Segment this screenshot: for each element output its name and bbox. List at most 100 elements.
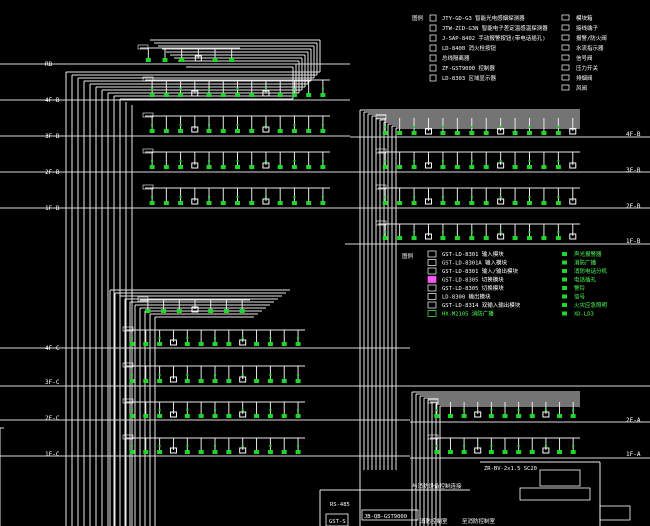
- detector-symbol: [206, 201, 212, 205]
- detector-symbol: [527, 131, 532, 135]
- junction-box: [142, 148, 154, 154]
- detector-symbol: [214, 374, 216, 376]
- detector-symbol: [297, 374, 300, 376]
- detector-symbol: [281, 450, 287, 454]
- legend-mid-item: LD-8300 输出模块: [442, 293, 491, 301]
- module-box: [169, 339, 177, 346]
- detector-symbol: [158, 374, 161, 376]
- legend-top-item: ZF-GST9000 控制器: [442, 64, 495, 72]
- legend-symbol: [562, 260, 567, 265]
- legend-symbol: [562, 277, 567, 282]
- detector-symbol: [483, 131, 489, 135]
- legend-mid-item: GST-LD-8314 双输入输出模块: [442, 301, 521, 309]
- module-box: [425, 162, 432, 169]
- detector-symbol: [179, 88, 182, 90]
- detector-symbol: [470, 196, 473, 198]
- detector-symbol: [149, 201, 155, 205]
- detector-symbol: [291, 165, 297, 169]
- floor-label-4f-b: 4F-B: [45, 97, 60, 104]
- module-box: [262, 162, 270, 169]
- detector-symbol: [241, 445, 244, 447]
- detector-symbol: [184, 379, 190, 383]
- detector-symbol: [151, 124, 154, 126]
- detector-symbol: [130, 409, 133, 411]
- junction-box: [137, 296, 149, 302]
- detector-symbol: [264, 196, 267, 198]
- detector-symbol: [454, 165, 460, 169]
- detector-symbol: [178, 165, 184, 169]
- detector-symbol: [516, 450, 522, 454]
- junction-box: [375, 114, 387, 120]
- detector-symbol: [454, 236, 460, 240]
- detector-symbol: [214, 445, 216, 447]
- detector-symbol: [413, 126, 416, 128]
- detector-symbol: [129, 342, 135, 346]
- legend-top-right-item: 风阀: [576, 84, 587, 92]
- detector-symbol: [158, 337, 161, 339]
- detector-symbol: [512, 236, 518, 240]
- legend-mid-item: GST-LD-8301 输入/输出模块: [442, 267, 519, 275]
- legend-symbol: [427, 276, 437, 283]
- detector-symbol: [499, 196, 502, 198]
- junction-box: [122, 398, 134, 404]
- detector-symbol: [264, 160, 267, 162]
- detector-symbol: [295, 414, 301, 418]
- module-box: [169, 447, 177, 454]
- detector-symbol: [297, 445, 300, 447]
- detector-symbol: [441, 196, 444, 198]
- detector-symbol: [249, 129, 255, 133]
- detector-symbol: [151, 88, 154, 90]
- detector-symbol: [163, 165, 169, 169]
- junction-box: [142, 112, 154, 118]
- detector-symbol: [281, 379, 287, 383]
- legend-symbol: [561, 44, 570, 51]
- legend-top-right-item: 接线端子: [576, 24, 599, 32]
- detector-symbol: [208, 309, 214, 313]
- junction-box: [142, 76, 154, 82]
- detector-symbol: [206, 129, 212, 133]
- legend-top-right-item: 排烟阀: [576, 74, 593, 82]
- detector-symbol: [321, 88, 324, 90]
- junction-box: [137, 44, 149, 50]
- detector-symbol: [293, 196, 296, 198]
- detector-symbol: [212, 450, 218, 454]
- detector-symbol: [411, 131, 417, 135]
- legend-symbol: [429, 44, 437, 52]
- detector-symbol: [306, 165, 312, 169]
- detector-symbol: [281, 342, 287, 346]
- control-room-label: 消防控制室: [420, 517, 448, 525]
- legend-symbol: [429, 34, 437, 42]
- module-box: [191, 162, 199, 169]
- detector-symbol: [397, 201, 403, 205]
- legend-symbol: [561, 14, 570, 21]
- detector-symbol: [241, 337, 244, 339]
- detector-symbol: [297, 409, 300, 411]
- legend-mid-title: 图例: [402, 252, 414, 260]
- detector-symbol: [130, 374, 133, 376]
- detector-symbol: [143, 342, 149, 346]
- detector-symbol: [435, 445, 438, 447]
- detector-symbol: [186, 337, 189, 339]
- detector-symbol: [291, 129, 297, 133]
- detector-symbol: [483, 165, 489, 169]
- detector-symbol: [162, 58, 168, 62]
- legend-mid-right-item: 信号: [574, 293, 586, 301]
- module-box: [425, 233, 432, 240]
- detector-symbol: [441, 160, 444, 162]
- junction-box: [122, 434, 134, 440]
- legend-symbol: [429, 24, 437, 32]
- module-box: [569, 198, 577, 205]
- detector-symbol: [208, 196, 211, 198]
- detector-symbol: [440, 201, 446, 205]
- detector-symbol: [320, 201, 326, 205]
- detector-symbol: [176, 309, 182, 313]
- detector-symbol: [151, 196, 154, 198]
- detector-symbol: [570, 414, 576, 418]
- detector-symbol: [206, 93, 212, 97]
- detector-symbol: [130, 445, 133, 447]
- detector-symbol: [179, 196, 182, 198]
- module-box: [191, 306, 199, 313]
- floor-label-1f-a: 1F-A: [626, 451, 641, 458]
- detector-symbol: [269, 409, 272, 411]
